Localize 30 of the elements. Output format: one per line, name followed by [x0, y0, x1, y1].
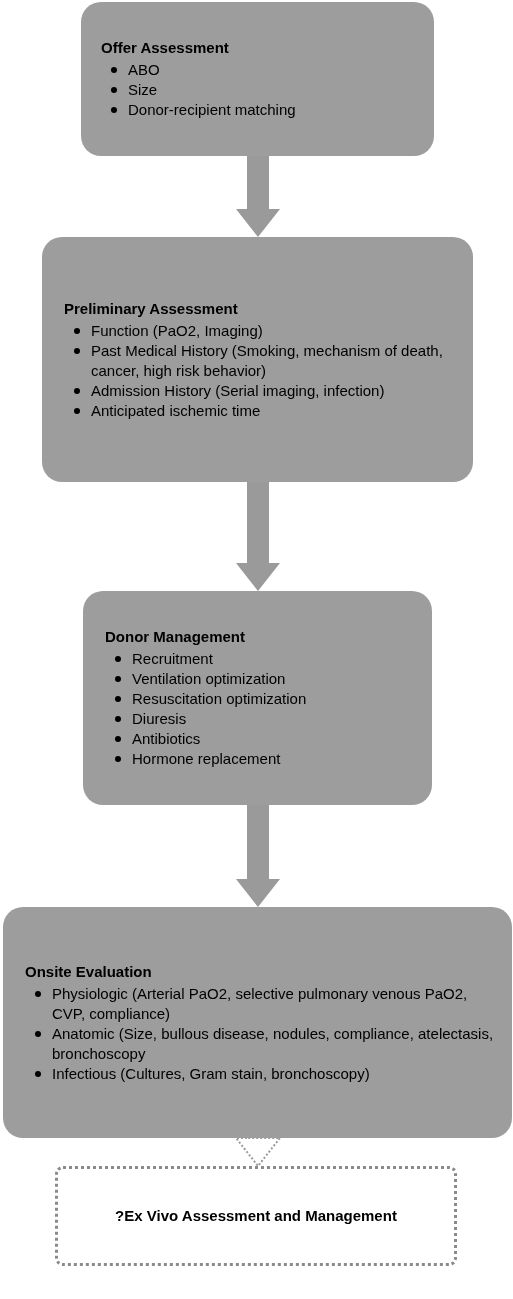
list-item: Hormone replacement [132, 749, 281, 769]
process-box [81, 2, 434, 156]
list-item: Recruitment [132, 649, 213, 669]
list-item: Anatomic (Size, bullous disease, nodules, compliance, atelectasis, bronchoscopy [52, 1023, 495, 1064]
list-item: Ventilation optimization [132, 669, 286, 689]
box-title: Offer Assessment [101, 38, 230, 58]
block-arrow [236, 156, 280, 237]
list-item: Function (PaO2, Imaging) [91, 320, 263, 341]
box-title: Preliminary Assessment [64, 298, 239, 319]
block-arrow [236, 482, 280, 591]
list-item: Resuscitation optimization [132, 689, 307, 709]
dotted-box [55, 1166, 457, 1266]
block-arrow [236, 805, 280, 907]
dotted-arrow [233, 1137, 283, 1168]
list-item: Size [128, 80, 158, 100]
list-item: Diuresis [132, 709, 187, 729]
process-box [3, 907, 512, 1138]
list-item: Anticipated ischemic time [91, 400, 261, 421]
process-box [83, 591, 432, 805]
box-title: Onsite Evaluation [25, 961, 153, 982]
list-item: Antibiotics [132, 729, 201, 749]
list-item: Past Medical History (Smoking, mechanism of death, cancer, high risk behavior) [91, 340, 444, 381]
list-item: Infectious (Cultures, Gram stain, bronchoscopy) [52, 1063, 370, 1084]
process-box [42, 237, 473, 482]
list-item: Donor-recipient matching [128, 100, 296, 120]
list-item: Admission History (Serial imaging, infection) [91, 380, 385, 401]
box-title: ?Ex Vivo Assessment and Management [115, 1205, 397, 1226]
list-item: Physiologic (Arterial PaO2, selective pulmonary venous PaO2, CVP, compliance) [52, 983, 469, 1024]
list-item: ABO [128, 60, 160, 80]
box-title: Donor Management [105, 627, 246, 647]
